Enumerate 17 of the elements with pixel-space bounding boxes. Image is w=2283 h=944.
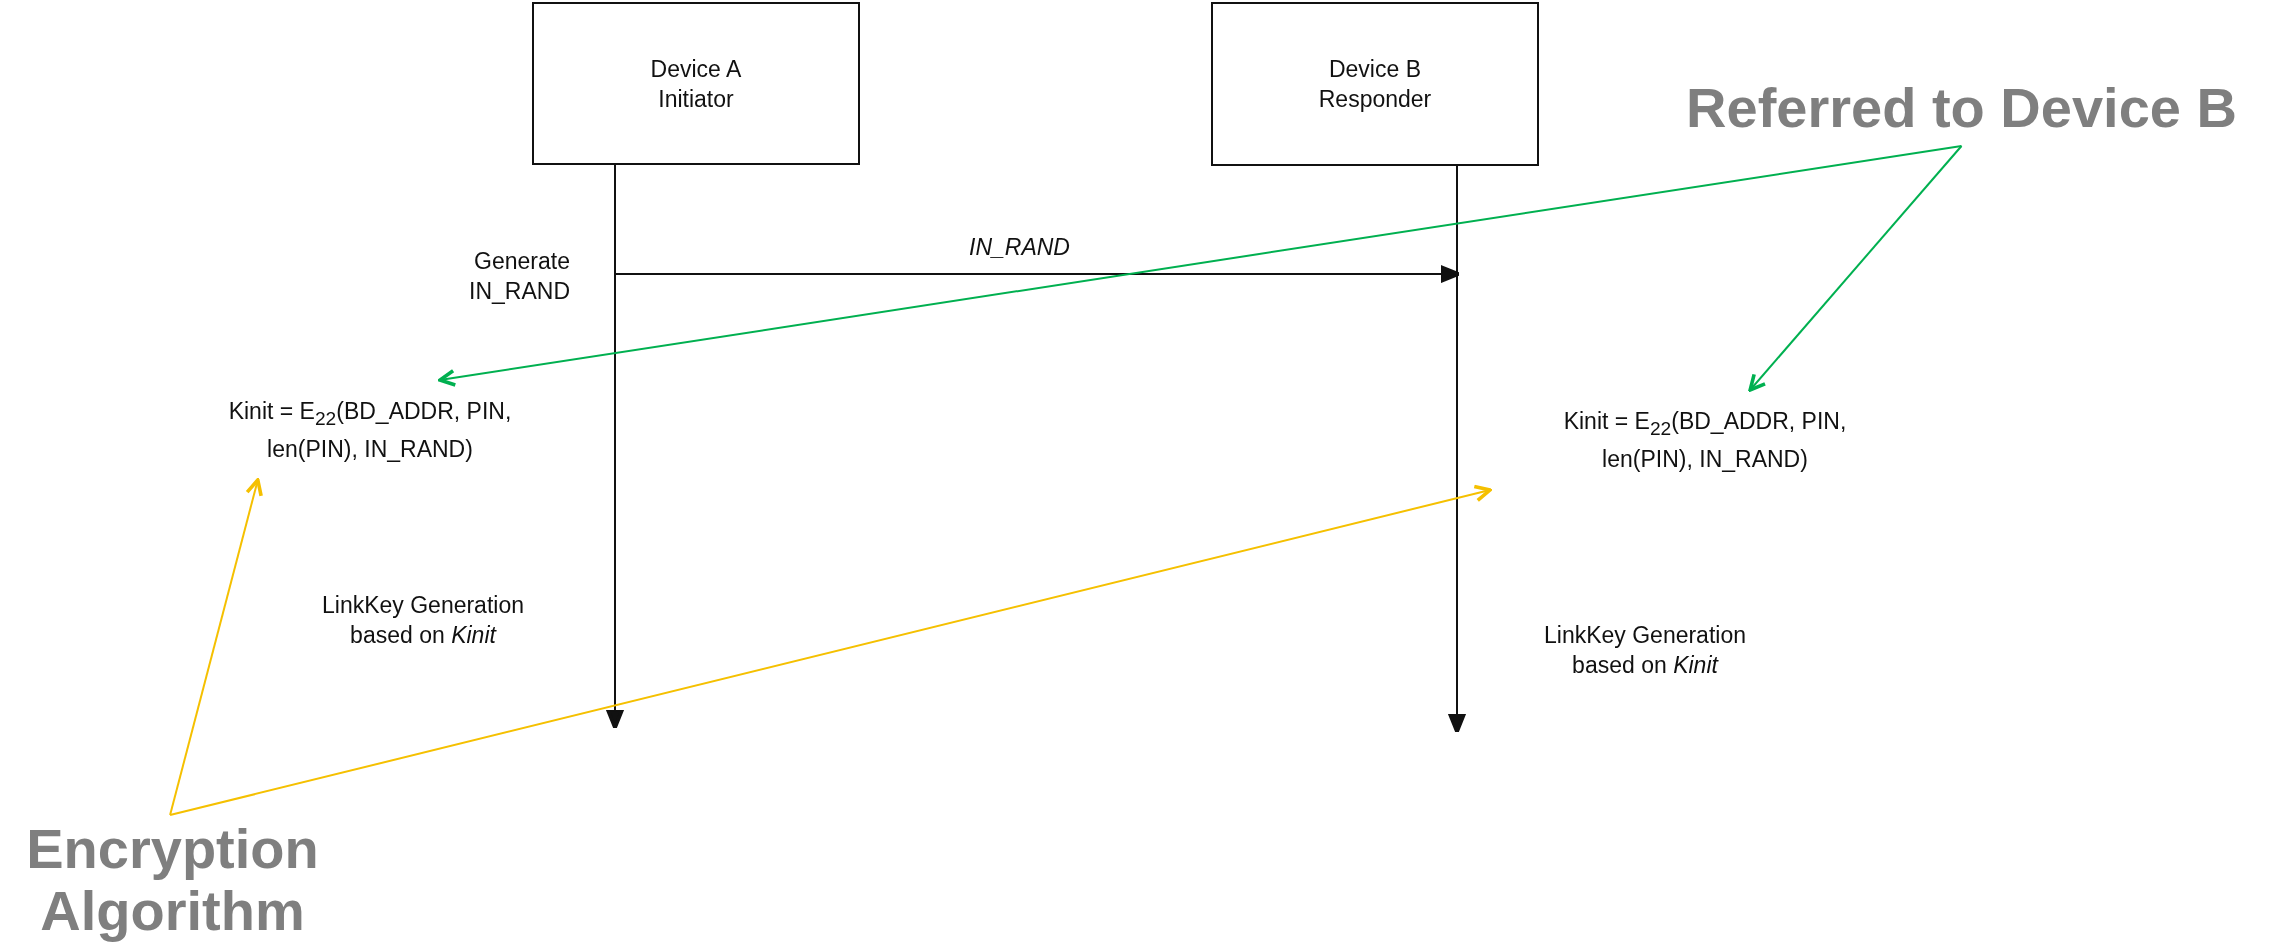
lifeline-arrow [1448,165,1466,734]
participant-box [532,2,860,165]
pointer-arrow [169,484,1492,816]
arrow [614,164,1461,283]
pointer-arrow [438,145,1963,387]
note-text: Kinit = E$_{22}$(BD_ADDR, PIN, len(PIN), IN_RAND) [227,397,513,464]
note-text: Generate IN_RAND [468,247,570,306]
note-text: LinkKey Generation based on Kinit [1543,621,1747,680]
pointer-arrow [1748,145,1963,392]
pointer-arrow [169,478,263,816]
note-text: Kinit = E$_{22}$(BD_ADDR, PIN, len(PIN), IN_RAND) [1562,407,1848,474]
note-text: LinkKey Generation based on Kinit [321,591,525,650]
annotation-text: Encryption Algorithm [25,817,320,942]
annotation-text: Referred to Device B [1686,77,2237,139]
participant-name: Device B Responder [1317,55,1433,114]
participant-box [1211,2,1539,166]
participant-name: Device A Initiator [649,54,743,114]
